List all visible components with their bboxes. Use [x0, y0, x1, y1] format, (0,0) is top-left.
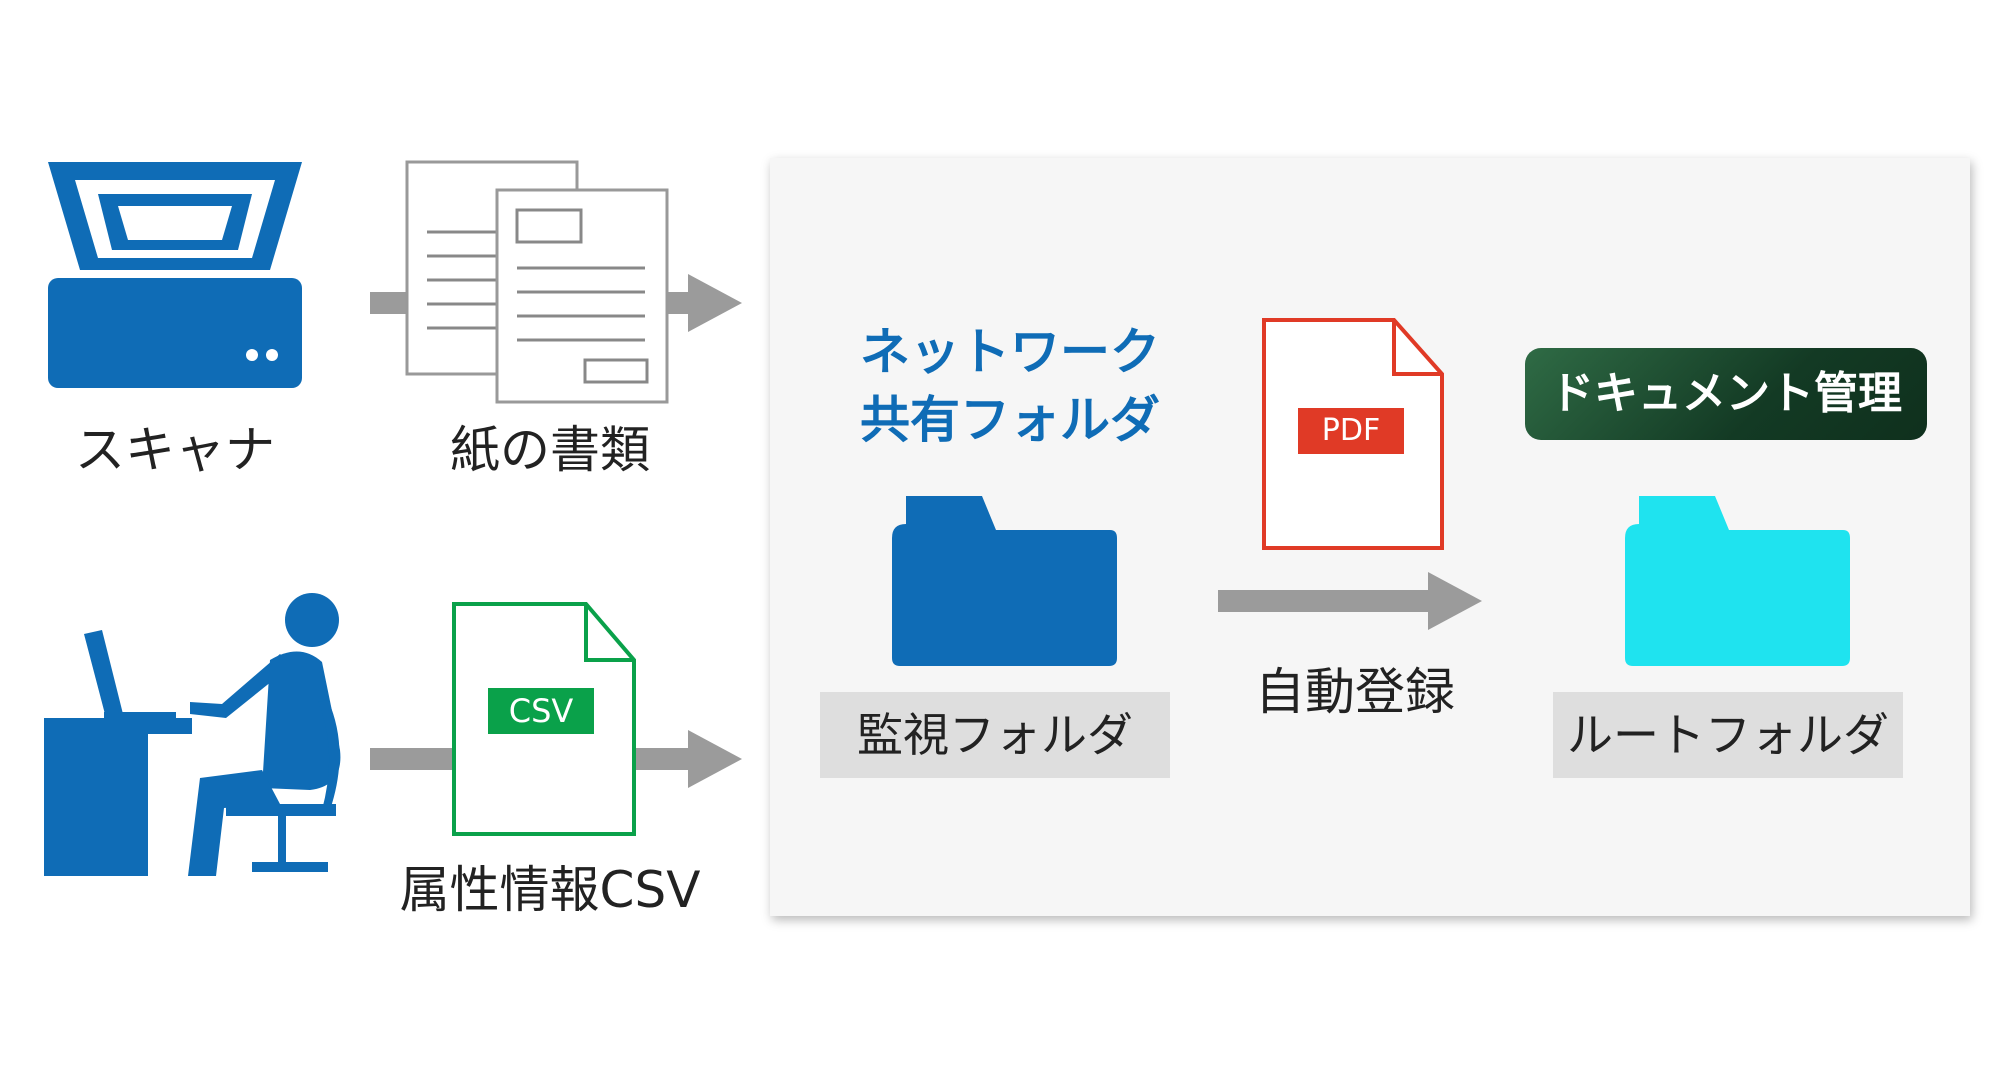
pdf-tag: PDF [1298, 408, 1404, 454]
auto-register-label: 自動登録 [1255, 663, 1455, 721]
paper-docs-label: 紙の書類 [450, 421, 650, 479]
person-at-desk-icon [44, 593, 341, 876]
network-share-title-line2: 共有フォルダ [860, 391, 1160, 449]
csv-attribute-label: 属性情報CSV [399, 861, 701, 919]
scanner-label: スキャナ [75, 421, 275, 479]
root-folder-label: ルートフォルダ [1553, 692, 1903, 778]
network-share-title-line1: ネットワーク [860, 323, 1160, 381]
scanner-icon [48, 162, 302, 388]
folder-icon [1625, 496, 1850, 666]
doc-management-badge: ドキュメント管理 [1525, 348, 1927, 440]
folder-icon [892, 496, 1117, 666]
csv-tag: CSV [488, 688, 594, 734]
documents-icon [405, 160, 669, 404]
monitor-folder-label: 監視フォルダ [820, 692, 1170, 778]
arrow-icon [1218, 572, 1482, 630]
